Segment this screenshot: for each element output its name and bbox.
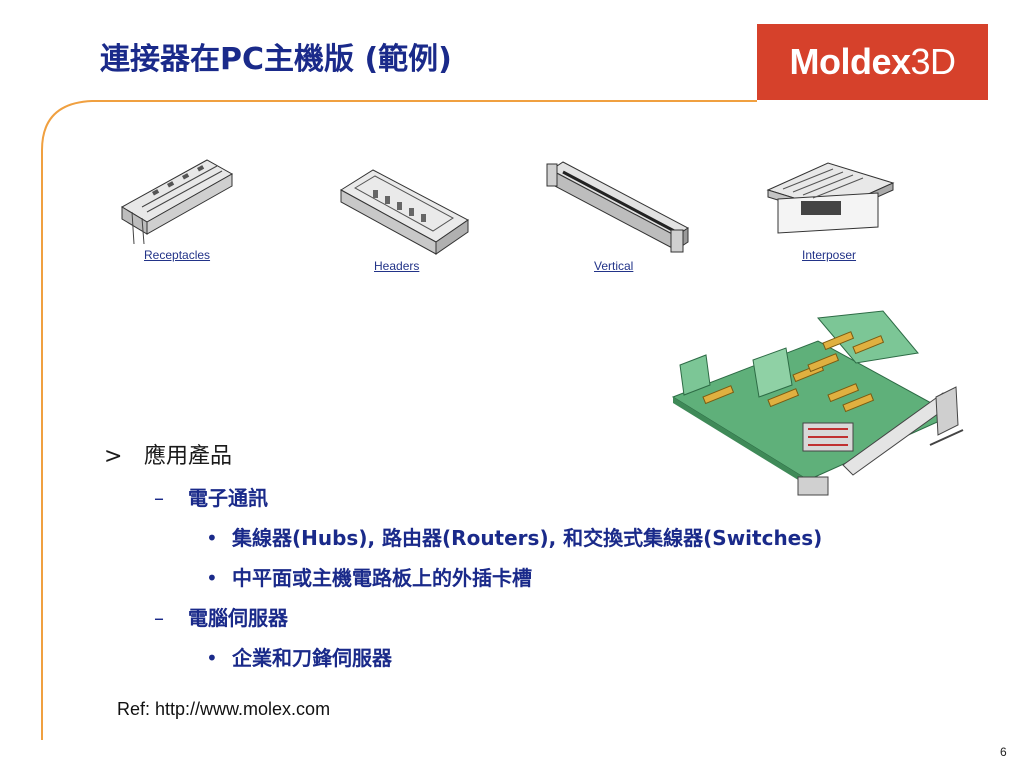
logo-suffix: 3D — [910, 41, 956, 82]
motherboard-assembly-image — [671, 310, 964, 496]
bullet-text: 電腦伺服器 — [188, 606, 288, 630]
bullet-text: 應用產品 — [144, 444, 233, 469]
page-number: 6 — [1000, 745, 1007, 759]
interposer-connector-image — [766, 162, 895, 234]
reference-text: Ref: http://www.molex.com — [117, 699, 331, 719]
connector-label-interposer: Interposer — [802, 248, 857, 262]
bullet-text: 中平面或主機電路板上的外插卡槽 — [232, 566, 532, 590]
connector-label-receptacles: Receptacles — [144, 248, 211, 262]
bullet-marker: • — [206, 526, 218, 550]
header-connector-image — [340, 169, 469, 255]
bullet-marker: – — [154, 606, 164, 630]
bullet-text: 電子通訊 — [188, 486, 268, 510]
bullet-telecom-item-2: • 中平面或主機電路板上的外插卡槽 — [100, 562, 960, 602]
bullet-servers: – 電腦伺服器 — [100, 602, 960, 642]
connector-label-headers: Headers — [374, 259, 420, 273]
bullet-marker: – — [154, 486, 164, 510]
bullet-marker: • — [206, 566, 218, 590]
logo-main: Moldex — [789, 41, 911, 82]
bullet-text: 企業和刀鋒伺服器 — [232, 646, 392, 670]
receptacle-connector-image — [120, 159, 234, 245]
content-bullets: > 應用產品 – 電子通訊 • 集線器(Hubs), 路由器(Routers),… — [100, 440, 960, 682]
bullet-marker: • — [206, 646, 218, 670]
bullet-applications: > 應用產品 — [100, 440, 960, 482]
bullet-text: 集線器(Hubs), 路由器(Routers), 和交換式集線器(Switche… — [232, 526, 823, 550]
vertical-connector-image — [546, 161, 689, 253]
bullet-servers-item-1: • 企業和刀鋒伺服器 — [100, 642, 960, 682]
bullet-telecom: – 電子通訊 — [100, 482, 960, 522]
connector-label-vertical: Vertical — [594, 259, 634, 273]
bullet-telecom-item-1: • 集線器(Hubs), 路由器(Routers), 和交換式集線器(Switc… — [100, 522, 960, 562]
page-title: 連接器在PC主機版 (範例) — [100, 42, 452, 77]
bullet-marker: > — [104, 444, 123, 469]
